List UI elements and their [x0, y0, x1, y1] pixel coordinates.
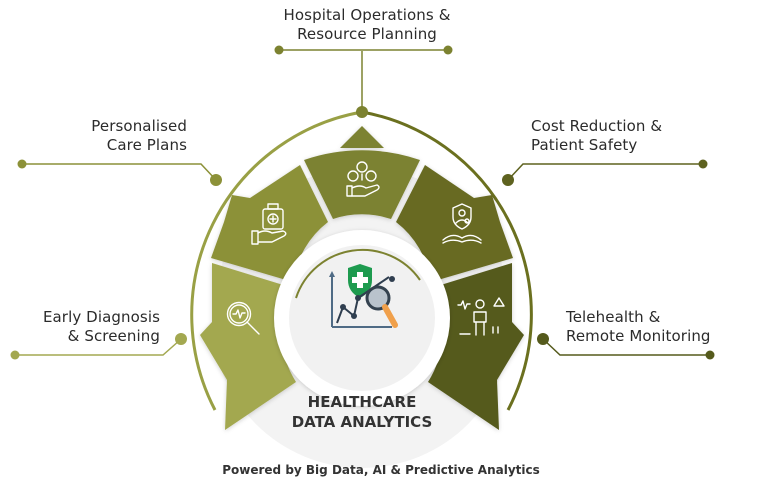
shield-person-hands-icon [442, 203, 482, 244]
segment-personalised-care[interactable] [211, 165, 328, 282]
segment-telehealth[interactable] [428, 263, 524, 430]
segment-hospital-operations[interactable] [304, 150, 420, 219]
center-accent-arc [295, 248, 421, 299]
label-line: Personalised [91, 117, 187, 135]
center-title-line2: DATA ANALYTICS [291, 413, 433, 431]
remote-monitoring-person-icon [457, 297, 505, 336]
label-personalised-care: Personalised Care Plans [40, 117, 187, 155]
label-telehealth: Telehealth & Remote Monitoring [566, 308, 762, 346]
label-line: Remote Monitoring [566, 327, 711, 345]
label-line: Resource Planning [297, 25, 437, 43]
label-hospital-operations: Hospital Operations & Resource Planning [257, 6, 477, 44]
segment-early-diagnosis[interactable] [200, 263, 296, 430]
label-line: Cost Reduction & [531, 117, 663, 135]
center-title-line1: HEALTHCARE [307, 393, 417, 411]
medkit-hand-icon [251, 203, 287, 245]
label-line: Patient Safety [531, 136, 638, 154]
center-disk [289, 245, 435, 391]
label-line: Early Diagnosis [42, 308, 160, 326]
analytics-shield-chart-icon [329, 264, 398, 328]
connector-early [10, 333, 187, 360]
label-line: & Screening [67, 327, 160, 345]
label-line: Care Plans [106, 136, 187, 154]
magnifier-pulse-icon [226, 301, 260, 335]
footer-powered-by: Powered by Big Data, AI & Predictive Ana… [222, 463, 540, 477]
connector-cost [502, 159, 708, 186]
connector-telehealth [537, 333, 715, 360]
hospital-pointer [340, 126, 384, 148]
label-early-diagnosis: Early Diagnosis & Screening [10, 308, 160, 346]
outer-arc [190, 110, 533, 411]
label-line: Hospital Operations & [283, 6, 451, 24]
resources-hand-icon [346, 161, 380, 197]
connector-personalised [17, 159, 222, 186]
label-cost-reduction: Cost Reduction & Patient Safety [531, 117, 731, 155]
connector-hospital [274, 45, 453, 118]
label-line: Telehealth & [566, 308, 661, 326]
center-title: HEALTHCARE DATA ANALYTICS [262, 392, 462, 432]
